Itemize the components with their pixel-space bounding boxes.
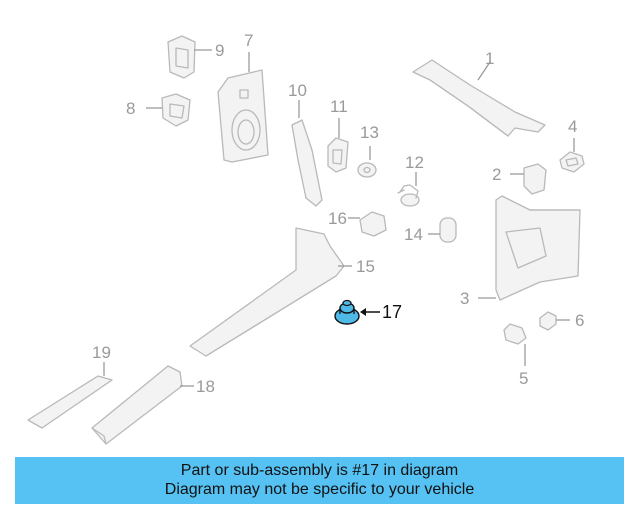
callout-19[interactable]: 19 <box>92 343 111 362</box>
callout-3[interactable]: 3 <box>460 289 469 308</box>
part-13-washer <box>357 162 377 178</box>
part-12-screw <box>397 184 420 207</box>
info-banner: Part or sub-assembly is #17 in diagram D… <box>15 457 624 504</box>
callout-18[interactable]: 18 <box>196 377 215 396</box>
callout-6[interactable]: 6 <box>575 311 584 330</box>
part-14-plug <box>439 217 457 243</box>
callout-14[interactable]: 14 <box>404 225 423 244</box>
part-4-clip <box>559 151 585 173</box>
banner-line-part: Part or sub-assembly is #17 in diagram <box>180 462 459 479</box>
part-6-push-pin <box>539 311 557 331</box>
part-3-kick-panel <box>495 195 581 301</box>
callout-17[interactable]: 17 <box>382 302 402 322</box>
part-19-sill-strip <box>27 375 113 429</box>
parts-diagram: 1 9 7 8 10 11 13 <box>27 31 585 445</box>
callout-8[interactable]: 8 <box>126 99 135 118</box>
callout-11[interactable]: 11 <box>330 97 348 116</box>
callout-16[interactable]: 16 <box>328 209 347 228</box>
callout-12[interactable]: 12 <box>405 153 424 172</box>
callout-13[interactable]: 13 <box>360 123 379 142</box>
callout-2[interactable]: 2 <box>492 165 501 184</box>
part-11-grommet <box>327 137 349 173</box>
callout-15[interactable]: 15 <box>356 257 375 276</box>
part-10-weatherstrip <box>291 119 323 207</box>
callout-4[interactable]: 4 <box>568 117 577 136</box>
callout-7[interactable]: 7 <box>244 31 253 50</box>
banner-line-disclaimer: Diagram may not be specific to your vehi… <box>164 481 475 498</box>
part-7-b-pillar-trim <box>217 69 269 163</box>
callout-9[interactable]: 9 <box>215 41 224 60</box>
part-17-nut-highlighted[interactable] <box>334 299 360 325</box>
part-16-bracket <box>359 211 387 237</box>
part-18-scuff-plate <box>91 365 183 445</box>
part-1-a-pillar-trim <box>412 59 546 137</box>
part-9-clip <box>167 35 196 79</box>
callout-5[interactable]: 5 <box>519 369 528 388</box>
part-5-grommet <box>503 323 527 345</box>
callout-1[interactable]: 1 <box>485 49 494 68</box>
part-8-clip <box>161 93 191 127</box>
callout-10[interactable]: 10 <box>288 81 307 100</box>
part-2-clip <box>523 163 547 195</box>
part-15-sill-plate <box>189 227 345 357</box>
